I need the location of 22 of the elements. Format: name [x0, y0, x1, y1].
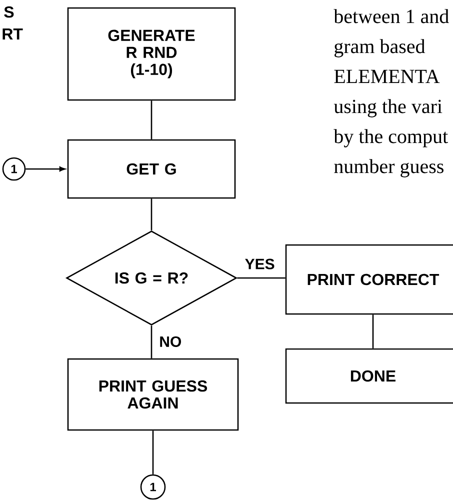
process-box: PRINT CORRECT	[285, 244, 453, 315]
body-text: using the vari	[334, 99, 442, 118]
process-box: GET G	[67, 139, 236, 199]
body-text: ELEMENTA	[334, 70, 440, 83]
edge-label: YES	[244, 258, 276, 270]
process-box: GENERATE R RND (1-10)	[67, 7, 236, 101]
body-text: number guess	[334, 159, 444, 178]
connector-line	[152, 430, 154, 474]
heading-text: S	[4, 6, 14, 18]
arrow	[26, 166, 66, 172]
connector-line	[237, 277, 286, 279]
process-box: PRINT GUESS AGAIN	[67, 358, 239, 431]
body-text: between 1 and	[334, 9, 449, 24]
edge-label: NO	[158, 335, 183, 348]
connector-line	[150, 100, 152, 140]
process-box: DONE	[285, 348, 453, 404]
body-text: gram based	[334, 39, 426, 58]
body-text: by the comput	[334, 129, 448, 148]
connector-line	[372, 314, 374, 348]
heading-text: RT	[2, 28, 23, 40]
connector-line	[150, 198, 152, 230]
connector-line	[150, 326, 152, 358]
